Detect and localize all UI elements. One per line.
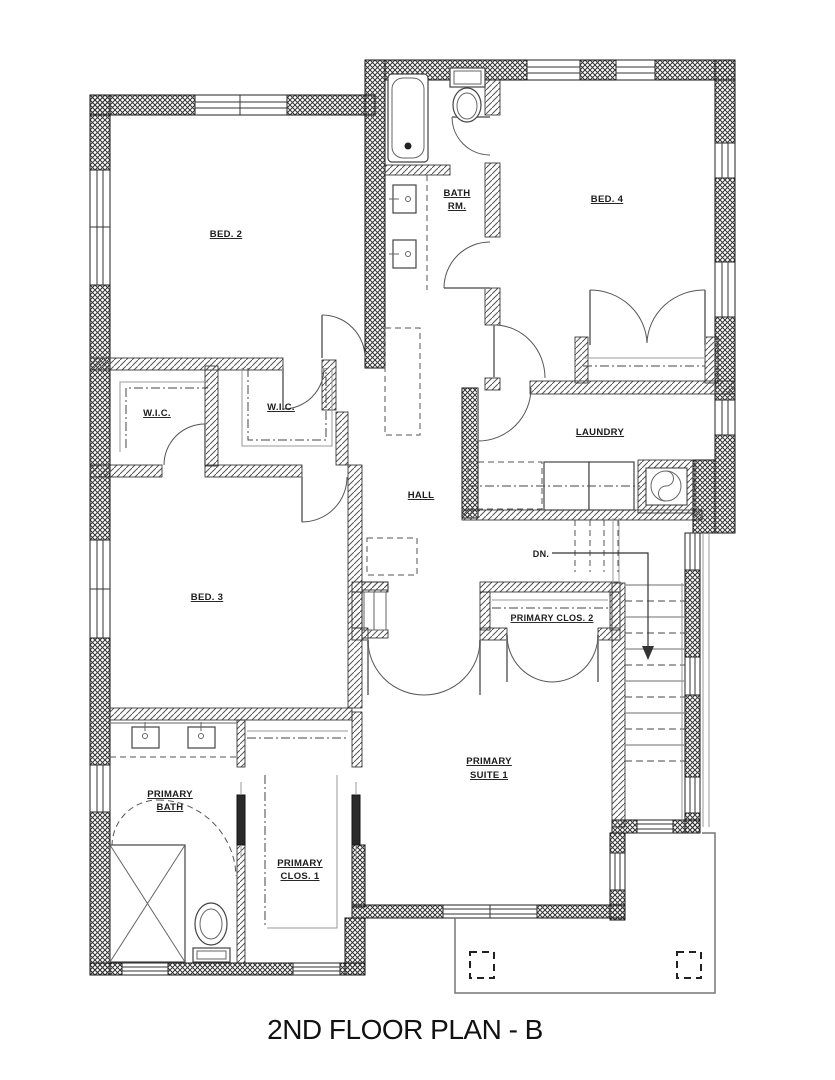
washer-icon — [543, 461, 590, 511]
windows — [89, 59, 736, 976]
deck-post-icon — [469, 951, 495, 979]
plan-title: 2ND FLOOR PLAN - B — [267, 1014, 543, 1045]
window — [615, 59, 656, 81]
label-bathrm-line1: BATH — [444, 188, 471, 199]
shower-door-swing-dashed — [111, 782, 357, 877]
label-bed2: BED. 2 — [210, 229, 242, 240]
deck-post-icon — [676, 951, 702, 979]
closet-rods — [119, 357, 705, 929]
label-primary-clos-1-line2: CLOS. 1 — [280, 871, 319, 882]
window — [714, 142, 736, 179]
toilet-icon — [449, 67, 486, 123]
window — [714, 261, 736, 318]
door-bed2 — [321, 314, 366, 359]
door-bathroom-tub — [451, 116, 491, 156]
label-wic-right: W.I.C. — [267, 402, 295, 413]
toilet-icon — [192, 902, 231, 963]
down-arrow-icon — [552, 552, 654, 660]
double-door-primary-clos-2 — [506, 634, 599, 683]
label-primary-bath-line1: PRIMARY — [147, 789, 193, 800]
door-bed4 — [493, 324, 546, 379]
staircase — [552, 518, 685, 820]
window — [442, 904, 538, 919]
sink-icon — [389, 184, 417, 214]
label-primary-bath-line2: BATH — [157, 802, 184, 813]
window — [292, 962, 341, 976]
sink-icon — [187, 722, 216, 749]
label-primary-suite-line1: PRIMARY — [466, 756, 512, 767]
fixtures — [109, 67, 696, 963]
door-wic-left — [163, 423, 206, 466]
hvac-fan-icon — [637, 459, 696, 514]
label-primary-suite-line2: SUITE 1 — [470, 770, 508, 781]
window — [714, 399, 736, 436]
window — [684, 776, 701, 814]
window — [684, 532, 701, 571]
window — [526, 59, 581, 81]
label-primary-clos-2: PRIMARY CLOS. 2 — [510, 613, 593, 623]
bathtub-icon — [387, 73, 429, 163]
window — [609, 852, 626, 891]
door-laundry — [477, 387, 532, 442]
door-bathroom — [443, 241, 491, 289]
window — [194, 94, 288, 116]
label-primary-clos-1-line1: PRIMARY — [277, 858, 323, 869]
label-bathrm-line2: RM. — [448, 201, 466, 212]
sink-icon — [131, 722, 160, 749]
label-bed4: BED. 4 — [591, 194, 624, 205]
label-hall: HALL — [408, 490, 435, 501]
deck-outline — [454, 533, 716, 994]
room-labels: BED. 2 BED. 4 BATH RM. W.I.C. W.I.C. LAU… — [143, 188, 624, 882]
window — [89, 764, 111, 813]
label-laundry: LAUNDRY — [576, 427, 625, 438]
window — [636, 819, 674, 834]
window — [89, 539, 111, 639]
door-wic-right — [282, 367, 325, 410]
double-door-primary-suite — [367, 639, 481, 696]
sink-icon — [389, 239, 417, 269]
attic-access-dashed — [366, 327, 421, 576]
shower-icon — [109, 844, 186, 963]
label-wic-left: W.I.C. — [143, 408, 171, 419]
window — [684, 656, 701, 696]
label-stairs-down: DN. — [533, 549, 549, 559]
double-door-bed4-closet — [589, 289, 706, 345]
interior-walls — [89, 79, 736, 964]
window — [121, 962, 169, 976]
label-bed3: BED. 3 — [191, 592, 223, 603]
window — [89, 169, 111, 286]
door-bed3 — [301, 476, 348, 523]
